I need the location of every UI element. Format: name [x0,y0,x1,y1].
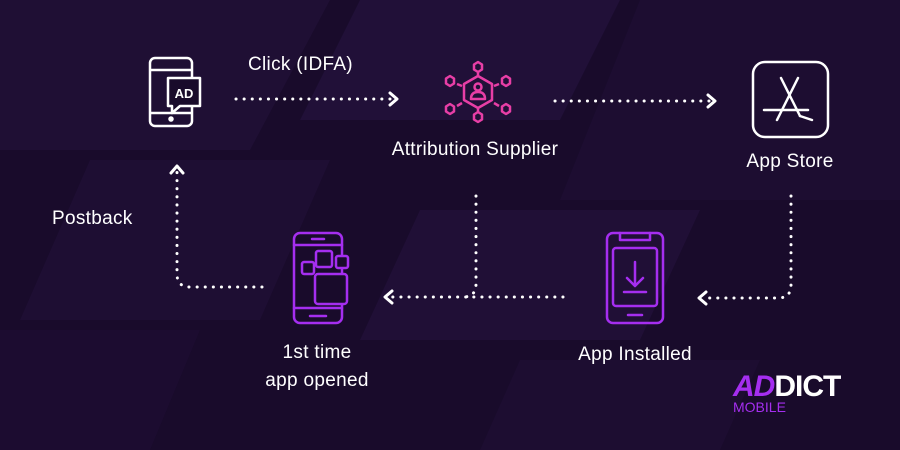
logo-main: DICT [774,370,841,403]
network-user-hexagon-icon [444,60,512,124]
app-store-icon [751,60,830,139]
phone-download-icon [605,231,665,325]
ad-badge: AD [175,86,194,101]
logo-accent: AD [733,370,775,403]
line-attribution-down [461,194,478,299]
logo-sub: MOBILE [733,399,786,415]
app-store-label: App Store [746,151,834,172]
addict-mobile-logo: ADDICT MOBILE [733,370,841,415]
first-open-line1: 1st time [282,342,352,363]
first-open-label: 1st time app opened [265,339,368,395]
app-installed-label: App Installed [578,344,692,365]
phone-ad-icon [148,56,202,128]
arrow-store-to-installed [700,194,793,300]
first-open-line2: app opened [265,370,369,391]
phone-apps-icon [292,231,350,325]
click-idfa-label: Click (IDFA) [248,54,353,75]
arrowheads [169,91,717,306]
attribution-supplier-label: Attribution Supplier [391,139,559,160]
postback-label: Postback [52,208,133,229]
arrow-postback [175,168,264,289]
